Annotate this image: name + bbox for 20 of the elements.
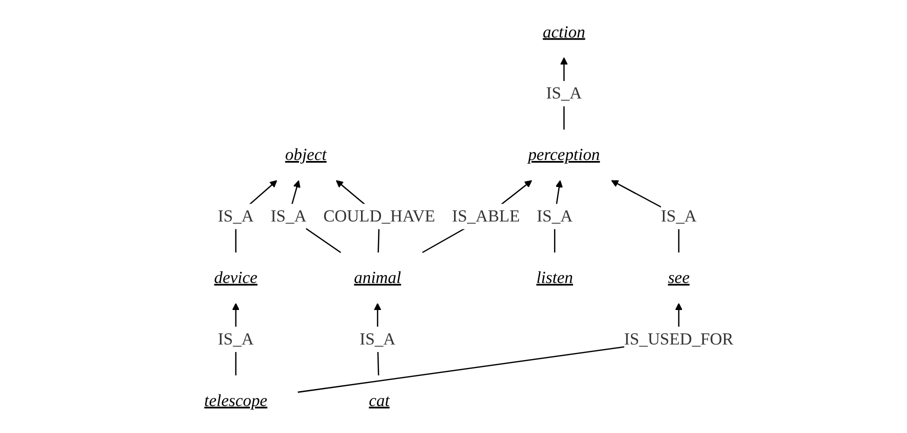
node-text: animal — [354, 268, 402, 288]
edge-label: IS_A — [270, 207, 306, 226]
node-text: perception — [528, 146, 600, 164]
edge-label: COULD_HAVE — [323, 207, 436, 226]
edge-label: IS_A — [536, 207, 572, 226]
node-text: see — [668, 268, 690, 288]
edge-label: IS_A — [546, 84, 582, 103]
arrow — [422, 180, 532, 254]
edge-label: IS_USED_FOR — [624, 330, 734, 349]
node-text: cat — [368, 391, 390, 410]
edge-label: IS_A — [218, 207, 254, 226]
node-text: listen — [536, 268, 573, 288]
edge-label: IS_A — [218, 330, 254, 349]
node-text: device — [214, 268, 258, 288]
node-text: action — [542, 22, 586, 42]
edge-label: IS_ABLE — [452, 207, 520, 226]
node-text: telescope — [204, 391, 268, 410]
edge-label: IS_A — [660, 207, 697, 226]
edge-label: IS_A — [360, 330, 396, 349]
node-text: object — [285, 146, 326, 164]
